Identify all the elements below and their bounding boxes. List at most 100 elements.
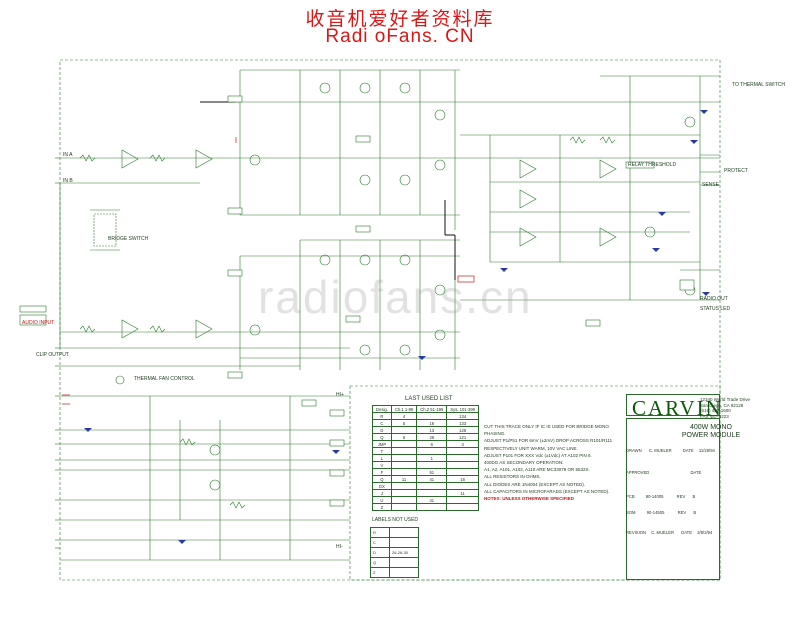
cell: 61	[416, 468, 448, 476]
table-row: U 41	[372, 496, 480, 504]
watermark-site: Radi oFans. CN	[325, 26, 475, 47]
cell: 16	[446, 475, 480, 483]
cell: JMP	[372, 440, 392, 448]
cell: V	[372, 461, 392, 469]
row-date: 2/8/2/94	[697, 530, 713, 535]
row-value: 90-14505	[646, 510, 665, 515]
watermark-title: 收音机爱好者资料库	[305, 8, 495, 30]
cell	[390, 454, 418, 462]
cell: 128	[446, 426, 480, 434]
cell: U	[372, 496, 392, 504]
cell: 26	[416, 433, 448, 441]
radio-out-label: RADIO OUT	[700, 296, 728, 302]
cell	[390, 447, 418, 455]
relay-threshold-label: RELAY THRESHOLD	[628, 162, 677, 168]
table-row: F 61	[372, 468, 480, 476]
table-row: Z	[372, 503, 480, 511]
row-rev-label: REV	[677, 510, 687, 515]
cell: 1	[416, 454, 448, 462]
cell	[416, 489, 448, 497]
cell: Q	[372, 475, 392, 483]
cell	[446, 468, 480, 476]
cell	[446, 461, 480, 469]
out-minus-label: HI-	[336, 544, 343, 550]
table-row: V	[372, 461, 480, 469]
address-block: 12340 World Trade Drive San Diego, CA 92…	[700, 397, 750, 419]
cell: Z	[370, 567, 390, 578]
revision-row: REVISION C. MUELER DATE 2/8/2/94	[626, 530, 712, 535]
note-1: CUT THIS TRACE ONLY IF IC IS USED FOR BR…	[484, 424, 609, 437]
cell: 13	[416, 426, 448, 434]
cell: R	[370, 527, 390, 538]
bom-row: BOM 90-14505 REV B	[626, 510, 696, 515]
row-label: DRAWN	[626, 448, 642, 453]
cell: 6	[390, 433, 418, 441]
table-row: T	[372, 447, 480, 455]
table-row: DX	[372, 482, 480, 490]
table-row: Q	[370, 557, 419, 568]
out-plus-label: HI+	[336, 392, 344, 398]
cell	[416, 447, 448, 455]
cell: L	[372, 454, 392, 462]
note-4: 400DG AS SECONDARY OPERATION:	[484, 460, 564, 466]
cell: 41	[416, 496, 448, 504]
row-label: PCB	[626, 494, 635, 499]
thermal-fan-label: THERMAL FAN CONTROL	[134, 376, 195, 382]
cell: 41	[416, 475, 448, 483]
thermal-switch-label: TO THERMAL SWITCH	[732, 82, 785, 88]
header-cell: Desig.	[372, 405, 392, 413]
cell	[389, 537, 419, 548]
cell: T	[372, 447, 392, 455]
cell	[446, 482, 480, 490]
cell: D	[370, 547, 390, 558]
table-row: C	[370, 537, 419, 548]
cell: F	[372, 468, 392, 476]
last-used-table: Desig. Ch.1 1-99 Ch.2 51-199 Sys. 101-39…	[372, 405, 480, 511]
cell: J	[372, 489, 392, 497]
cell: 6	[416, 440, 448, 448]
row-rev: B	[692, 494, 696, 499]
cell	[416, 461, 448, 469]
header-cell: Ch.1 1-99	[390, 405, 418, 413]
cell	[389, 567, 419, 578]
cell	[390, 440, 418, 448]
brand-logo: CARVIN	[632, 396, 723, 420]
row-value: C. MUELER	[651, 530, 674, 535]
cell: Q	[372, 433, 392, 441]
header-cell: Sys. 101-399	[446, 405, 480, 413]
row-label: REVISION	[626, 530, 647, 535]
row-date-label: DATE	[681, 530, 693, 535]
cell	[416, 503, 448, 511]
labels-not-used-title: LABELS NOT USED	[372, 517, 419, 523]
cell: C	[372, 419, 392, 427]
table-row: J 11	[372, 489, 480, 497]
audio-input-label: AUDIO INPUT	[22, 320, 55, 326]
note-6: ALL RESISTORS IN OHMS.	[484, 474, 541, 480]
cell: R	[372, 412, 392, 420]
cell: 121	[446, 433, 480, 441]
watermark-overlay: radiofans.cn	[258, 271, 533, 323]
clip-output-label: CLIP OUTPUT	[36, 352, 69, 358]
cell	[390, 489, 418, 497]
cell: Z	[372, 503, 392, 511]
notes-block: CUT THIS TRACE ONLY IF IC IS USED FOR BR…	[484, 423, 624, 502]
cell	[390, 426, 418, 434]
cell: 11	[446, 489, 480, 497]
title-block-frame	[626, 418, 720, 580]
cell	[390, 496, 418, 504]
cell	[389, 527, 419, 538]
cell: 4	[390, 412, 418, 420]
note-2: ADJUST P1/P51 FOR 6mV (±2mV) DROP ACROSS…	[484, 438, 613, 451]
note-3: ADJUST P101 FOR XXX Vdc (±1Vdc) AT A102 …	[484, 452, 592, 458]
note-8: ALL CAPACITORS IN MICROFARADS (EXCEPT AS…	[484, 488, 610, 494]
model-line-1: 400W MONO	[689, 424, 732, 431]
cell	[390, 503, 418, 511]
note-7: ALL DIODES ARE 1N4004 (EXCEPT AS NOTED).	[484, 481, 586, 487]
notes-footer: NOTES: UNLESS OTHERWISE SPECIFIED	[484, 496, 574, 502]
